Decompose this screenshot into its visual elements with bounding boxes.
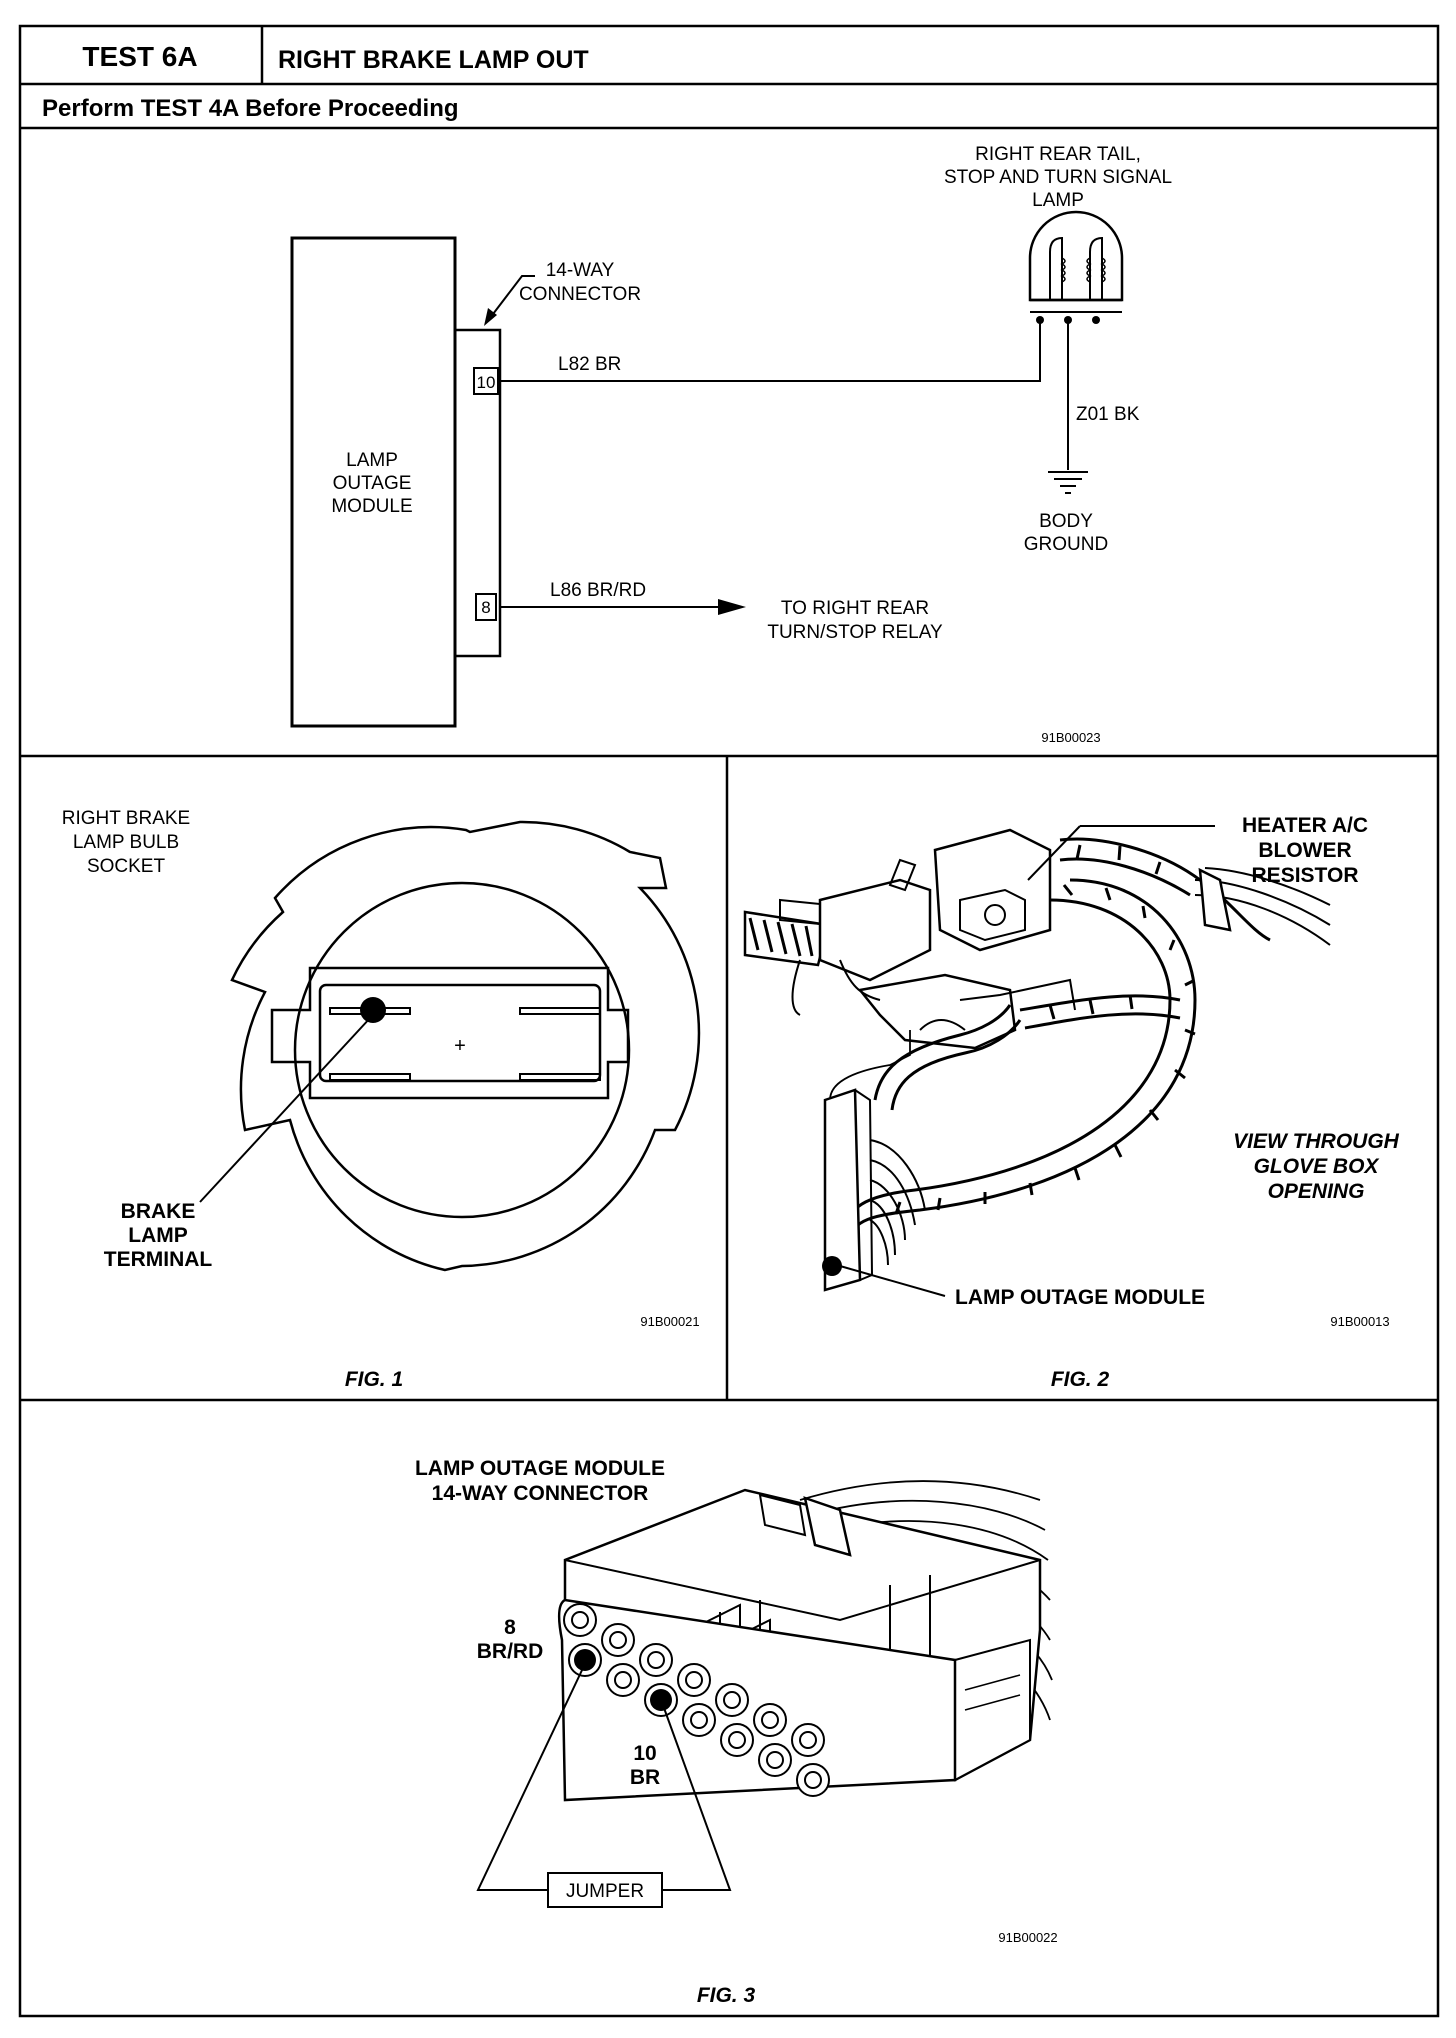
fig1-callout-leader <box>199 1016 372 1203</box>
fig1-label-line-2: LAMP BULB <box>73 832 179 853</box>
fig1-label-line-1: RIGHT BRAKE <box>62 808 190 829</box>
heater-callout-leader-2 <box>1027 825 1081 881</box>
pin-10-label: 10 <box>477 373 496 392</box>
lamp-bulb-symbol <box>1028 210 1124 302</box>
module-connector-dot <box>822 1256 842 1276</box>
fig2-code: 91B00013 <box>1330 1314 1389 1329</box>
socket-center-plus: + <box>454 1035 466 1057</box>
jumper-lead-right <box>660 1707 732 1891</box>
pin-10-dot <box>650 1689 672 1711</box>
fig1-bulb-socket: RIGHT BRAKE LAMP BULB SOCKET + BRAKE LAM… <box>62 808 701 1391</box>
test-subtitle: Perform TEST 4A Before Proceeding <box>42 95 459 122</box>
socket-drawing <box>230 820 701 1272</box>
lamp-label-line-2: STOP AND TURN SIGNAL <box>944 167 1172 188</box>
fig1-callout-line-2: LAMP <box>128 1224 188 1247</box>
module-label-line-1: LAMP <box>346 450 398 471</box>
pin-8-dot <box>574 1649 596 1671</box>
view-label-line-1: VIEW THROUGH <box>1233 1130 1399 1153</box>
module-label-line-3: MODULE <box>331 496 412 517</box>
connector-label-line-1: 14-WAY <box>546 260 615 281</box>
fig2-glove-box-view: HEATER A/C BLOWER RESISTOR VIEW THROUGH … <box>743 814 1400 1391</box>
pin-8-label: 8 <box>481 598 490 617</box>
schematic-code: 91B00023 <box>1041 730 1100 745</box>
fig3-caption: FIG. 3 <box>697 1984 756 2007</box>
wire-l86-label: L86 BR/RD <box>550 580 646 601</box>
ground-label-line-2: GROUND <box>1024 534 1108 555</box>
fig3-title-line-2: 14-WAY CONNECTOR <box>432 1482 649 1505</box>
jumper-lead-left <box>476 1667 584 1891</box>
ground-label-line-1: BODY <box>1039 511 1093 532</box>
pin-8-box <box>475 593 497 621</box>
fig2-caption: FIG. 2 <box>1051 1368 1110 1391</box>
lamp-terminal-3 <box>1092 316 1100 324</box>
harness-illustration <box>743 828 1331 1292</box>
fig3-title-line-1: LAMP OUTAGE MODULE <box>415 1457 665 1480</box>
pin10-label-color: BR <box>630 1766 660 1789</box>
fig3-14-way-connector: LAMP OUTAGE MODULE 14-WAY CONNECTOR <box>415 1457 1058 2007</box>
wire-l82-br <box>500 320 1041 382</box>
ground-symbol <box>1048 471 1088 494</box>
heater-label-line-2: BLOWER <box>1258 839 1351 862</box>
connector-cavities <box>563 1603 830 1797</box>
pin8-label-number: 8 <box>504 1616 516 1639</box>
module-label-line-2: OUTAGE <box>333 473 412 494</box>
fig1-callout-line-1: BRAKE <box>121 1200 196 1223</box>
fig1-label-line-3: SOCKET <box>87 856 166 877</box>
pin8-label-color: BR/RD <box>477 1640 544 1663</box>
wire-z01-label: Z01 BK <box>1076 404 1140 425</box>
wire-l82-label: L82 BR <box>558 354 621 375</box>
jumper-box <box>547 1872 663 1908</box>
connector-callout-leader <box>489 275 535 319</box>
connector-label-line-2: CONNECTOR <box>519 284 641 305</box>
pin10-label-number: 10 <box>633 1742 656 1765</box>
module-callout-leader <box>839 1265 946 1297</box>
jumper-label: JUMPER <box>566 1881 644 1902</box>
lamp-label-line-3: LAMP <box>1032 190 1084 211</box>
wire-l86-arrowhead <box>718 599 746 615</box>
heater-label-line-1: HEATER A/C <box>1242 814 1368 837</box>
fig1-caption: FIG. 1 <box>345 1368 403 1391</box>
view-label-line-2: GLOVE BOX <box>1254 1155 1381 1178</box>
fig3-code: 91B00022 <box>998 1930 1057 1945</box>
relay-label-line-1: TO RIGHT REAR <box>781 598 929 619</box>
fig1-code: 91B00021 <box>640 1314 699 1329</box>
test-title: RIGHT BRAKE LAMP OUT <box>278 46 589 74</box>
pin-10-box <box>473 367 499 395</box>
heater-label-line-3: RESISTOR <box>1252 864 1359 887</box>
wiring-schematic: LAMP OUTAGE MODULE 10 8 14-WAY CONNECTOR… <box>290 144 1172 745</box>
test-id: TEST 6A <box>82 41 197 72</box>
view-label-line-3: OPENING <box>1268 1180 1365 1203</box>
lamp-label-line-1: RIGHT REAR TAIL, <box>975 144 1141 165</box>
page-frame <box>18 24 1440 2018</box>
fig1-callout-line-3: TERMINAL <box>104 1248 213 1271</box>
connector-strip <box>453 328 502 658</box>
relay-label-line-2: TURN/STOP RELAY <box>767 622 943 643</box>
fig2-module-label: LAMP OUTAGE MODULE <box>955 1286 1205 1309</box>
brake-lamp-terminal-dot <box>360 997 386 1023</box>
connector-callout-arrowhead <box>484 308 497 326</box>
